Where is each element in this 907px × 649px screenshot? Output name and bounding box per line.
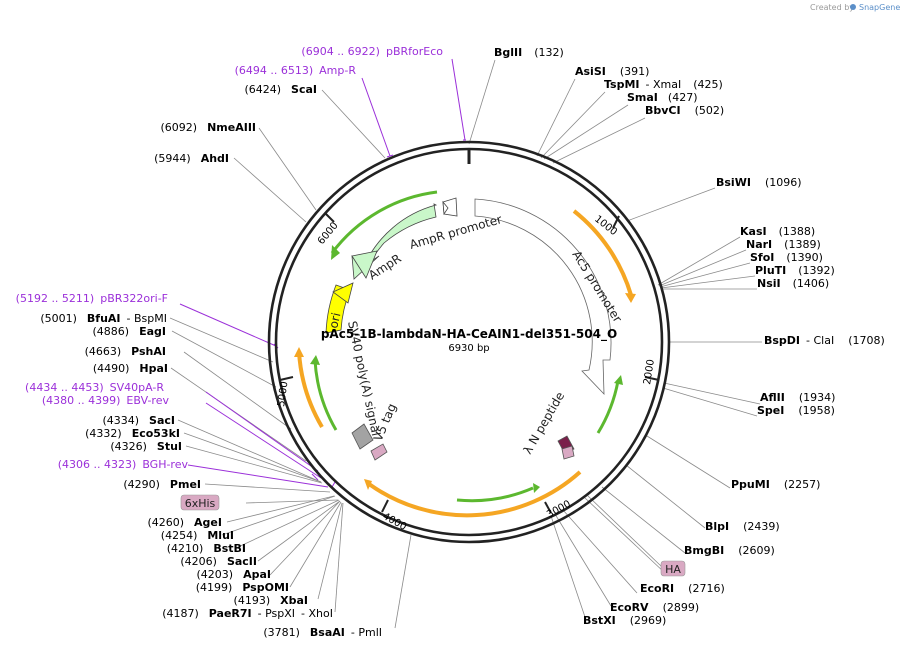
credit-prefix: Created by — [810, 3, 854, 12]
enzyme-sacii: (4206)SacII — [180, 555, 257, 568]
enzyme-mlui: (4254)MluI — [161, 529, 234, 542]
enzyme-bstbi: (4210)BstBI — [167, 542, 246, 555]
tick-2000: 2000 — [642, 359, 657, 386]
enzyme-sfoi: SfoI(1390) — [750, 251, 823, 264]
enzyme-bstxi: BstXI(2969) — [583, 614, 666, 627]
enzyme-pspomi: (4199)PspOMI — [196, 581, 289, 594]
enzyme-nari: NarI(1389) — [746, 238, 821, 251]
enzyme-pshai: (4663)PshAI — [85, 345, 166, 358]
enzyme-agei: (4260)AgeI — [147, 516, 222, 529]
enzyme-bfuai: (5001)BfuAI- BspMI — [40, 312, 167, 325]
enzyme-bspdi: BspDI- ClaI(1708) — [764, 334, 885, 347]
enzyme-smai: SmaI(427) — [627, 91, 698, 104]
enzyme-eco53ki: (4332)Eco53kI — [85, 427, 180, 440]
enzyme-tspmi: TspMI- XmaI(425) — [604, 78, 723, 91]
enzyme-ahdi: (5944)AhdI — [154, 152, 229, 165]
enzyme-aflii: AflII(1934) — [760, 391, 835, 404]
primer-pbr322ori-f: (5192 .. 5211)pBR322ori-F — [16, 292, 168, 305]
orf-green-arcs — [310, 190, 623, 503]
enzyme-bglii: BglII(132) — [494, 46, 564, 59]
enzyme-eagi: (4886)EagI — [93, 325, 166, 338]
enzyme-ecori: EcoRI(2716) — [640, 582, 725, 595]
enzyme-saci: (4334)SacI — [102, 414, 175, 427]
credit-brand: SnapGene — [859, 3, 900, 12]
snapgene-logo-icon — [850, 4, 856, 10]
orf-arcs — [294, 209, 636, 518]
enzyme-nmeaiii: (6092)NmeAIII — [161, 121, 257, 134]
enzyme-apai: (4203)ApaI — [197, 568, 271, 581]
ori-label: ori — [326, 311, 343, 329]
enzyme-pluti: PluTI(1392) — [755, 264, 835, 277]
enzyme-bsiwi: BsiWI(1096) — [716, 176, 802, 189]
ha-tag-badge — [660, 560, 686, 577]
enzyme-bsaai: (3781)BsaAI- PmlI — [263, 626, 382, 639]
enzyme-bbvci: BbvCI(502) — [645, 104, 724, 117]
enzyme-bmgbi: BmgBI(2609) — [684, 544, 775, 557]
enzyme-hpai: (4490)HpaI — [93, 362, 168, 375]
tick-4000: 4000 — [381, 511, 409, 533]
tick-6000: 6000 — [316, 220, 341, 247]
enzyme-xbai: (4193)XbaI — [234, 594, 308, 607]
primer-sv40pa-r: (4434 .. 4453)SV40pA-R — [25, 381, 164, 394]
tick-5000: 5000 — [276, 381, 290, 408]
enzyme-stui: (4326)StuI — [110, 440, 182, 453]
enzyme-paer7i: (4187)PaeR7I- PspXI- XhoI — [162, 607, 333, 620]
enzyme-blpi: BlpI(2439) — [705, 520, 780, 533]
enzyme-labels-right: BglII(132) AsiSI(391) TspMI- XmaI(425) S… — [494, 46, 885, 627]
enzyme-pmei: (4290)PmeI — [123, 478, 201, 491]
plasmid-size: 6930 bp — [448, 343, 489, 354]
ac5-promoter-arrow — [474, 198, 612, 396]
ampr-arrow-head — [351, 250, 378, 279]
enzyme-scai: (6424)ScaI — [244, 83, 317, 96]
plasmid-name: pAc5-1B-lambdaN-HA-CeAIN1-del351-504_O — [321, 327, 617, 342]
ticks — [279, 212, 660, 514]
enzyme-asisi: AsiSI(391) — [575, 65, 649, 78]
his-tag-badge — [180, 494, 220, 511]
backbone-inner — [274, 147, 664, 537]
enzyme-spei: SpeI(1958) — [757, 404, 835, 417]
his-tag-text: 6xHis — [185, 497, 216, 510]
enzyme-ecorv: EcoRV(2899) — [610, 601, 699, 614]
primer-amp-r: (6494 .. 6513)Amp-R — [235, 64, 357, 77]
enzyme-kasi: KasI(1388) — [740, 225, 815, 238]
enzyme-ppumi: PpuMI(2257) — [731, 478, 820, 491]
enzyme-leaders — [169, 59, 762, 629]
lambda-n-label: λ N peptide — [520, 389, 567, 456]
primer-bgh-rev: (4306 .. 4323)BGH-rev — [58, 458, 189, 471]
primer-leaders — [179, 58, 466, 488]
enzyme-nsii: NsiI(1406) — [757, 277, 829, 290]
ha-tag-text: HA — [665, 563, 681, 576]
primer-pbrforeco: (6904 .. 6922)pBRforEco — [301, 45, 443, 58]
primer-labels: (6904 .. 6922)pBRforEco (6494 .. 6513)Am… — [16, 45, 444, 471]
enzyme-labels-left: (3781)BsaAI- PmlI (4187)PaeR7I- PspXI- X… — [40, 83, 382, 639]
primer-ebv-rev: (4380 .. 4399)EBV-rev — [42, 394, 170, 407]
v5-tag-feature — [370, 443, 388, 461]
tick-3000: 3000 — [545, 499, 573, 521]
sv40-feature — [351, 423, 374, 450]
backbone-outer — [267, 140, 671, 544]
